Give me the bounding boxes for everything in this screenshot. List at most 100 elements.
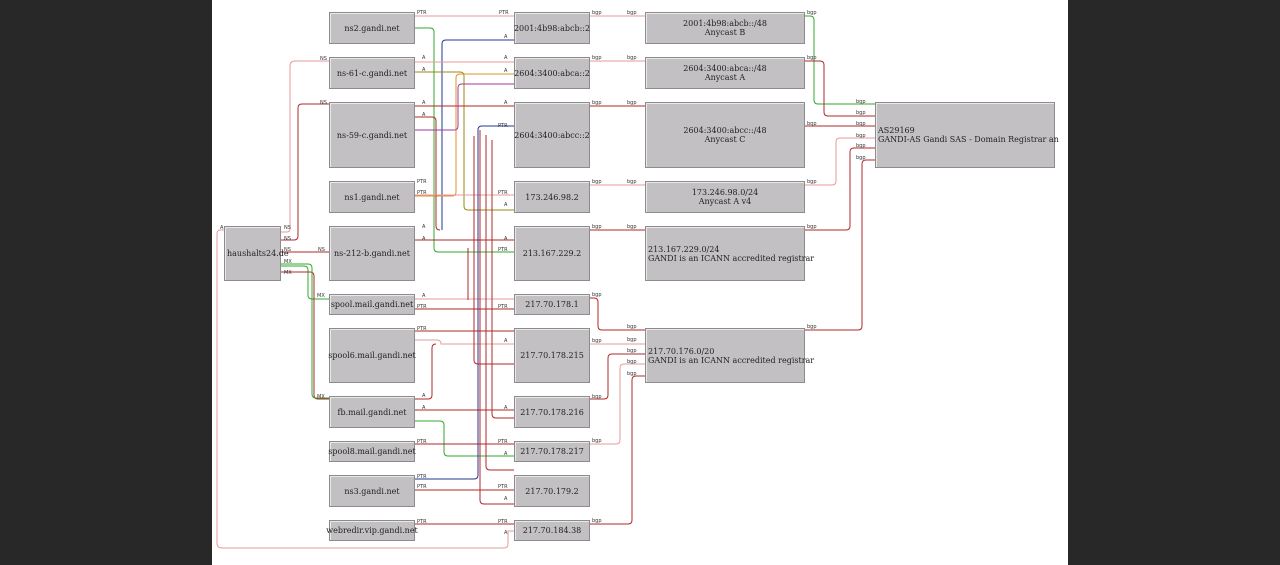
node-label: ns1.gandi.net <box>344 192 400 202</box>
edge-label-ptr: PTR <box>498 247 508 253</box>
edge-label-a: A <box>504 34 508 40</box>
edge-label-a: A <box>422 293 426 299</box>
edge-label-bgp: bgp <box>627 10 637 16</box>
edge-label-bgp: bgp <box>627 55 637 61</box>
node-label: fb.mail.gandi.net <box>337 407 407 417</box>
edge-bgp-178217 <box>590 363 645 445</box>
edge-label-a: A <box>504 202 508 208</box>
edge-label-ptr: PTR <box>499 10 509 16</box>
node-label: ns-59-c.gandi.net <box>336 130 408 140</box>
edge-ns61-olive <box>415 71 514 211</box>
node-label-line: 217.70.176.0/20 <box>648 346 715 356</box>
edge-a-webredir <box>216 229 514 549</box>
edge-label-a: A <box>504 100 508 106</box>
edge-label-a: A <box>504 451 508 457</box>
edge-label-a: A <box>422 100 426 106</box>
edge-fb-green <box>415 420 514 457</box>
edge-label-a: A <box>422 405 426 411</box>
node-label-line: 2604:3400:abcc::/48 <box>683 126 767 135</box>
edge-label-mx: MX <box>284 270 292 276</box>
node-label-line: Anycast A <box>704 73 746 82</box>
edge-label-a: A <box>504 236 508 242</box>
node-ns59: ns-59-c.gandi.net <box>329 102 415 168</box>
edge-mx-fb <box>281 271 329 400</box>
edge-label-bgp: bgp <box>807 224 817 230</box>
edge-label-bgp: bgp <box>592 224 602 230</box>
edge-label-bgp: bgp <box>627 100 637 106</box>
edge-label-a: A <box>220 225 224 231</box>
edge-label-ptr: PTR <box>498 304 508 310</box>
node-label-line: 2001:4b98:abcb::/48 <box>683 19 767 28</box>
edge-label-a: A <box>422 67 426 73</box>
edge-label-bgp: bgp <box>856 99 866 105</box>
edge-ns59-a2 <box>415 116 441 231</box>
edge-label-bgp: bgp <box>627 359 637 365</box>
edge-ns-ns59 <box>281 103 329 241</box>
edge-label-bgp: bgp <box>807 121 817 127</box>
edge-label-ptr: PTR <box>417 190 427 196</box>
edge-label-mx: MX <box>317 394 325 400</box>
edge-label-bgp: bgp <box>627 337 637 343</box>
edge-label-bgp: bgp <box>592 10 602 16</box>
edge-label-ns: NS <box>320 56 327 62</box>
node-ns1: ns1.gandi.net <box>329 181 415 213</box>
edge-mx-spool <box>281 265 329 300</box>
node-label-line: GANDI-AS Gandi SAS - Domain Registrar an <box>878 135 1059 144</box>
edge-spool6-a <box>415 339 514 345</box>
edge-ns59-purple <box>415 83 514 131</box>
edge-bgp-178216 <box>590 353 645 400</box>
edge-label-ptr: PTR <box>417 519 427 525</box>
edge-label-ptr: PTR <box>498 439 508 445</box>
edge-label-ptr: PTR <box>417 474 427 480</box>
node-ip178216: 217.70.178.216 <box>514 396 590 428</box>
node-label: spool8.mail.gandi.net <box>328 447 416 456</box>
edge-label-a: A <box>504 68 508 74</box>
edge-label-bgp: bgp <box>592 292 602 298</box>
node-webredir: webredir.vip.gandi.net <box>326 520 418 541</box>
edge-label-bgp: bgp <box>807 55 817 61</box>
edge-label-a: A <box>504 530 508 536</box>
node-ip178215: 217.70.178.215 <box>514 328 590 383</box>
edge-label-bgp: bgp <box>592 55 602 61</box>
edge-label-bgp: bgp <box>627 348 637 354</box>
edge-label-a: A <box>422 393 426 399</box>
node-label: ns-61-c.gandi.net <box>336 68 408 78</box>
node-label-line: GANDI is an ICANN accredited registrar <box>648 355 815 365</box>
node-ip178217: 217.70.178.217 <box>514 441 590 462</box>
edge-label-bgp: bgp <box>592 438 602 444</box>
edge-label-ptr: PTR <box>417 326 427 332</box>
edge-layer: PTR PTR A NS NS A A A A A A A PTR PTR PT… <box>216 10 875 549</box>
node-ns3: ns3.gandi.net <box>329 475 415 507</box>
node-label: 2001:4b98:abcb::2 <box>513 23 591 33</box>
edge-label-bgp: bgp <box>807 179 817 185</box>
edge-ns-ns61 <box>281 60 329 233</box>
node-ns61: ns-61-c.gandi.net <box>329 57 415 89</box>
node-label: webredir.vip.gandi.net <box>326 526 418 535</box>
edge-mx-fb-green <box>281 263 329 399</box>
node-label: 217.70.184.38 <box>522 526 582 535</box>
edge-label-a: A <box>504 496 508 502</box>
node-label: 173.246.98.2 <box>525 192 579 202</box>
node-label-line: Anycast A v4 <box>698 197 752 206</box>
edge-label-a: A <box>504 405 508 411</box>
node-label: 217.70.178.216 <box>520 407 584 417</box>
node-label: 2604:3400:abca::2 <box>514 68 590 78</box>
edge-ns61-orange <box>415 73 514 197</box>
edge-label-mx: MX <box>284 259 292 265</box>
edge-label-a: A <box>422 112 426 118</box>
edge-label-bgp: bgp <box>807 324 817 330</box>
node-label: ns2.gandi.net <box>344 23 400 33</box>
edge-bgp-1781 <box>590 297 645 331</box>
dependency-graph-canvas: PTR PTR A NS NS A A A A A A A PTR PTR PT… <box>212 0 1068 565</box>
edge-label-bgp: bgp <box>592 100 602 106</box>
edge-label-ns: NS <box>318 247 325 253</box>
